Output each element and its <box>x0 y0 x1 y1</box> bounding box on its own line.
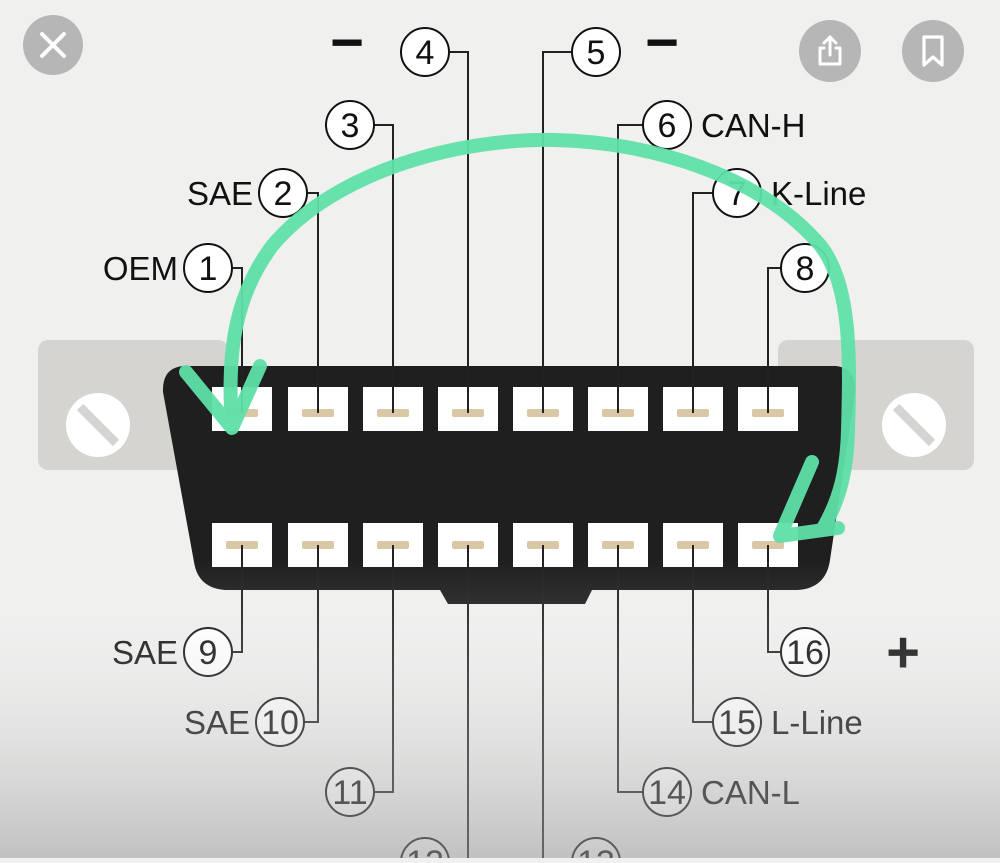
pin-number-4: 4 <box>416 34 435 72</box>
close-button[interactable] <box>23 15 83 75</box>
pin-number-3: 3 <box>341 107 360 145</box>
share-button[interactable] <box>799 20 861 82</box>
pin-lead-6 <box>617 124 643 413</box>
minus-sign-left: − <box>330 10 364 75</box>
pin-lead-7 <box>692 192 713 413</box>
bookmark-button[interactable] <box>902 20 964 82</box>
pin-bubble-5 <box>571 27 621 77</box>
annotation-arrow <box>179 132 856 543</box>
pin-lead-4 <box>449 51 469 413</box>
close-icon <box>40 32 66 58</box>
pin-bubble-1 <box>183 243 233 293</box>
pin-bubble-4 <box>400 27 450 77</box>
pin-number-5: 5 <box>587 34 606 72</box>
pin-number-2: 2 <box>274 175 293 213</box>
pin-label-6: CAN-H <box>701 107 806 144</box>
share-icon <box>818 35 842 66</box>
pin-lead-2 <box>307 192 319 413</box>
pin-lead-3 <box>374 124 394 413</box>
pin-lead-5 <box>542 51 572 413</box>
pin-lead-8 <box>767 267 781 413</box>
bottom-shade <box>0 560 1000 858</box>
pin-bubble-2 <box>258 168 308 218</box>
minus-sign-right: − <box>645 10 679 75</box>
pin-number-8: 8 <box>796 250 815 288</box>
pin-bubble-3 <box>325 100 375 150</box>
pin-label-1: OEM <box>103 250 178 287</box>
pin-number-6: 6 <box>658 107 677 145</box>
pin-label-2: SAE <box>187 175 253 212</box>
pin-number-1: 1 <box>199 250 218 288</box>
pin-lead-1 <box>232 267 243 413</box>
bookmark-icon <box>922 35 944 67</box>
